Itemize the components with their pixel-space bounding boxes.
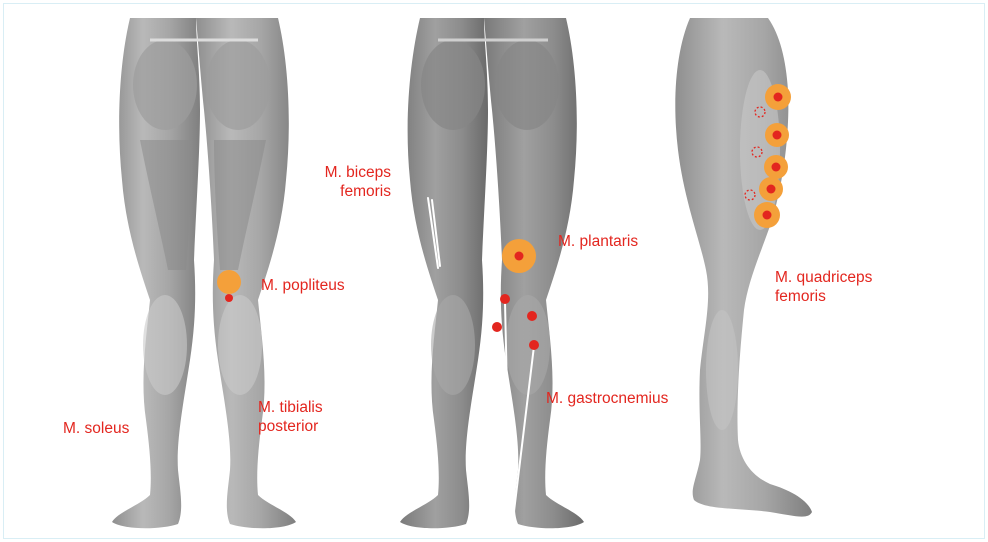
lateral-calf [706, 310, 738, 430]
right-calf [506, 295, 550, 395]
quadriceps-trigger-point-2 [773, 131, 782, 140]
label-quadriceps-femoris: M. quadriceps femoris [775, 268, 872, 306]
label-biceps-femoris: M. biceps femoris [305, 163, 391, 201]
gastrocnemius-trigger-point-3 [492, 322, 502, 332]
left-calf [143, 295, 187, 395]
popliteus-trigger-halo [217, 270, 241, 294]
label-line: M. plantaris [558, 232, 638, 251]
label-line: femoris [305, 182, 391, 201]
quadriceps-trigger-point-1 [774, 93, 783, 102]
left-calf [431, 295, 475, 395]
label-plantaris: M. plantaris [558, 232, 638, 251]
label-line: M. tibialis [258, 398, 323, 417]
label-popliteus: M. popliteus [261, 276, 345, 295]
plantaris-trigger-point [515, 252, 524, 261]
label-line: femoris [775, 287, 872, 306]
gastrocnemius-trigger-point-2 [527, 311, 537, 321]
gastrocnemius-trigger-point-4 [529, 340, 539, 350]
right-gluteus [206, 40, 270, 130]
quadriceps-trigger-point-5 [763, 211, 772, 220]
gastrocnemius-trigger-point-1 [500, 294, 510, 304]
label-tibialis-posterior: M. tibialis posterior [258, 398, 323, 436]
gastrocnemius-referral-line-1 [493, 330, 497, 528]
left-gluteus [133, 40, 197, 130]
label-line: M. soleus [63, 419, 129, 438]
referral-lines [229, 198, 534, 528]
label-line: M. gastrocnemius [546, 389, 668, 408]
label-line: M. quadriceps [775, 268, 872, 287]
popliteus-trigger-point [225, 294, 233, 302]
label-line: M. popliteus [261, 276, 345, 295]
right-gluteus [495, 40, 559, 130]
right-calf [218, 295, 262, 395]
label-line: posterior [258, 417, 323, 436]
figure-1-posterior-legs [112, 18, 296, 528]
figure-2-posterior-legs [400, 18, 584, 528]
label-soleus: M. soleus [63, 419, 129, 438]
label-line: M. biceps [305, 163, 391, 182]
quadriceps-trigger-point-3 [772, 163, 781, 172]
left-gluteus [421, 40, 485, 130]
quadriceps-trigger-point-4 [767, 185, 776, 194]
label-gastrocnemius: M. gastrocnemius [546, 389, 668, 408]
